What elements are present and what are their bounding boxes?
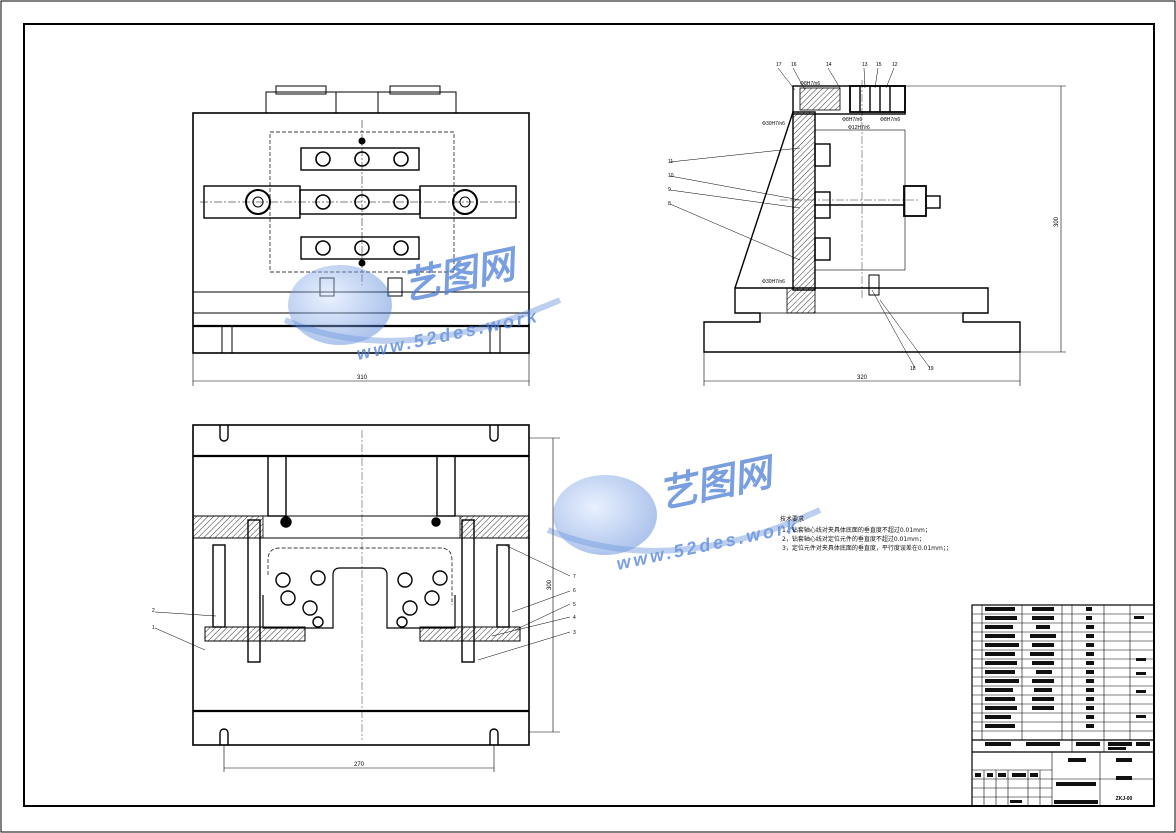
balloon-2: 2 — [152, 608, 155, 614]
fit-label-6: Φ30H7/n6 — [762, 279, 785, 285]
tech-note-2: 2，钻套轴心线对定位元件的垂直度不超过0.01mm； — [782, 536, 925, 543]
balloon-17: 17 — [776, 62, 782, 68]
fit-label-3: Φ30H7/n6 — [762, 121, 785, 127]
front-view-width-label: 270 — [354, 762, 365, 768]
fit-label-1: Φ8H7/n6 — [800, 81, 820, 87]
front-view — [192, 424, 530, 746]
balloon-13: 13 — [862, 62, 868, 68]
side-view-width-label: 320 — [857, 375, 868, 381]
balloon-10: 10 — [668, 173, 674, 179]
side-view — [703, 80, 1021, 353]
side-view-balloons: 17 16 14 13 15 12 11 10 9 8 18 19 Φ8H7/n… — [668, 62, 934, 372]
title-block — [971, 604, 1155, 807]
balloon-18: 18 — [910, 366, 916, 372]
balloon-16: 16 — [791, 62, 797, 68]
balloon-4: 4 — [573, 615, 576, 621]
side-view-dimensions — [703, 85, 1066, 386]
balloon-3: 3 — [573, 630, 576, 636]
fit-label-5: Φ12H7/r6 — [848, 125, 870, 131]
balloon-6: 6 — [573, 588, 576, 594]
front-view-dimensions — [223, 437, 560, 772]
front-view-leaders — [154, 544, 571, 661]
watermark-bottom-cn: 艺图网 — [655, 451, 780, 517]
drawing-number: ZKJ-00 — [1116, 796, 1133, 802]
balloon-11: 11 — [668, 159, 673, 165]
balloon-14: 14 — [826, 62, 832, 68]
title-block-fills — [975, 607, 1150, 804]
balloon-15: 15 — [876, 62, 882, 68]
side-view-height-label: 300 — [1054, 216, 1060, 227]
drawing-frame — [23, 23, 1155, 807]
top-view-width-label: 310 — [357, 375, 368, 381]
balloon-12: 12 — [892, 62, 898, 68]
watermark-bottom: 艺图网 www.52des.work — [546, 451, 822, 574]
tech-note-1: 1，钻套轴心线对夹具体底面的垂直度不超过0.01mm； — [782, 527, 931, 534]
watermark-top: 艺图网 www.52des.work — [283, 243, 562, 364]
fit-label-4: Φ8H7/n6 — [880, 117, 900, 123]
side-view-leaders — [669, 67, 931, 369]
balloon-8: 8 — [668, 201, 671, 207]
balloon-9: 9 — [668, 187, 671, 193]
top-view-width-dimension — [192, 353, 530, 386]
front-view-balloons: 7 6 5 4 3 2 1 — [152, 574, 576, 636]
watermark-top-cn: 艺图网 — [398, 243, 523, 309]
tech-notes-title: 技术要求 — [780, 516, 805, 523]
balloon-1: 1 — [152, 625, 155, 631]
fit-label-2: Φ8H7/n6 — [842, 117, 862, 123]
tech-note-3: 3，定位元件对夹具体底面的垂直度，平行度误差在0.01mm；； — [782, 545, 952, 552]
balloon-5: 5 — [573, 602, 576, 608]
front-view-height-label: 300 — [547, 579, 553, 590]
balloon-7: 7 — [573, 574, 576, 580]
balloon-19: 19 — [928, 366, 934, 372]
